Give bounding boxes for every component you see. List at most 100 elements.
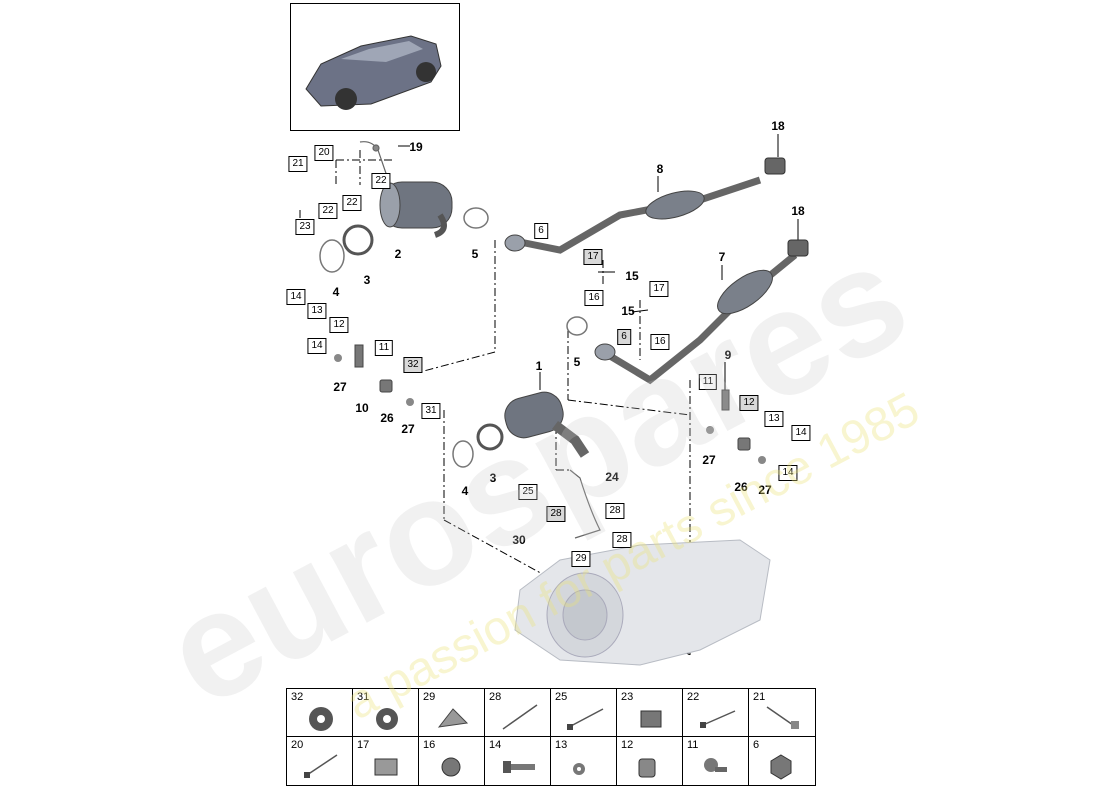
callout-9: 9 bbox=[724, 348, 732, 362]
box-22-b: 22 bbox=[318, 203, 338, 219]
callout-7: 7 bbox=[718, 250, 726, 264]
callout-2: 2 bbox=[394, 247, 402, 261]
callout-15-upper: 15 bbox=[625, 269, 639, 283]
box-16-upper: 16 bbox=[584, 290, 604, 306]
box-29: 29 bbox=[571, 551, 591, 567]
legend-number: 28 bbox=[489, 691, 502, 703]
legend-number: 11 bbox=[687, 739, 699, 751]
box-28-c: 28 bbox=[612, 532, 632, 548]
legend-number: 23 bbox=[621, 691, 634, 703]
box-28-a: 28 bbox=[546, 506, 566, 522]
legend-number: 22 bbox=[687, 691, 700, 703]
legend-number: 17 bbox=[357, 739, 370, 751]
legend-cell: 32 bbox=[287, 689, 353, 737]
clamp-left bbox=[342, 224, 374, 256]
bracket-9 bbox=[706, 389, 766, 464]
legend-number: 12 bbox=[621, 739, 634, 751]
box-23: 23 bbox=[295, 219, 315, 235]
catalytic-converter-left bbox=[379, 181, 453, 238]
callout-8: 8 bbox=[656, 162, 664, 176]
washer-icon bbox=[309, 707, 333, 731]
gasket-5-upper bbox=[463, 207, 489, 229]
legend-number: 13 bbox=[555, 739, 568, 751]
box-13-b: 13 bbox=[764, 411, 784, 427]
callout-18-lower: 18 bbox=[791, 204, 805, 218]
legend-cell: 13 bbox=[551, 737, 617, 785]
box-17-lower: 17 bbox=[649, 281, 669, 297]
legend-cell: 20 bbox=[287, 737, 353, 785]
catalytic-converter-right bbox=[504, 391, 590, 458]
cable-tie-icon bbox=[304, 754, 338, 778]
legend-number: 16 bbox=[423, 739, 436, 751]
cable-tie-icon bbox=[700, 710, 736, 728]
legend-cell: 31 bbox=[353, 689, 419, 737]
spring-icon bbox=[638, 758, 656, 778]
box-25: 25 bbox=[518, 484, 538, 500]
callout-27-d: 27 bbox=[758, 483, 772, 497]
box-12-a: 12 bbox=[329, 317, 349, 333]
exhaust-pipe-7 bbox=[594, 252, 798, 385]
screw-icon bbox=[704, 758, 727, 772]
box-14-a: 14 bbox=[286, 289, 306, 305]
callout-1: 1 bbox=[535, 359, 543, 373]
box-12-b: 12 bbox=[739, 395, 759, 411]
callout-10: 10 bbox=[355, 401, 369, 415]
legend-number: 21 bbox=[753, 691, 766, 703]
legend-number: 25 bbox=[555, 691, 568, 703]
bracket-clip-icon bbox=[437, 708, 469, 728]
box-14-c: 14 bbox=[791, 425, 811, 441]
legend-cell: 17 bbox=[353, 737, 419, 785]
legend-cell: 14 bbox=[485, 737, 551, 785]
box-6-upper: 6 bbox=[534, 223, 548, 239]
callout-4-lower: 4 bbox=[461, 484, 469, 498]
legend-cell: 23 bbox=[617, 689, 683, 737]
legend-number: 31 bbox=[357, 691, 370, 703]
callout-27-b: 27 bbox=[401, 422, 415, 436]
callout-27-c: 27 bbox=[702, 453, 716, 467]
washer-icon bbox=[376, 708, 398, 730]
flange-screw-icon bbox=[441, 757, 461, 777]
callout-5-upper: 5 bbox=[471, 247, 479, 261]
box-17-upper: 17 bbox=[583, 249, 603, 265]
callout-26-right: 26 bbox=[734, 480, 748, 494]
legend-cell: 12 bbox=[617, 737, 683, 785]
nut-clip-icon bbox=[374, 758, 398, 776]
hex-nut-icon bbox=[770, 754, 792, 780]
clip-icon bbox=[640, 710, 662, 728]
legend-number: 14 bbox=[489, 739, 502, 751]
box-20: 20 bbox=[314, 145, 334, 161]
box-11-b: 11 bbox=[698, 374, 718, 390]
box-13-a: 13 bbox=[307, 303, 327, 319]
legend-cell: 11 bbox=[683, 737, 749, 785]
callout-27-a: 27 bbox=[333, 380, 347, 394]
legend-cell: 6 bbox=[749, 737, 815, 785]
box-14-b: 14 bbox=[307, 338, 327, 354]
sensor-cable-24 bbox=[569, 469, 601, 539]
box-6-lower: 6 bbox=[617, 329, 631, 345]
box-22-c: 22 bbox=[342, 195, 362, 211]
callout-18-upper: 18 bbox=[771, 119, 785, 133]
box-28-b: 28 bbox=[605, 503, 625, 519]
callout-30: 30 bbox=[512, 533, 526, 547]
small-washer-icon bbox=[573, 763, 585, 775]
bracket-10 bbox=[334, 344, 414, 406]
legend-cell: 29 bbox=[419, 689, 485, 737]
legend-cell: 28 bbox=[485, 689, 551, 737]
cable-tie-icon bbox=[567, 708, 604, 730]
legend-cell: 22 bbox=[683, 689, 749, 737]
gasket-right bbox=[452, 440, 474, 468]
suv-illustration-icon bbox=[305, 35, 442, 110]
box-31: 31 bbox=[421, 403, 441, 419]
transmission-housing bbox=[514, 539, 771, 666]
cable-tie-icon bbox=[502, 704, 538, 730]
box-16-lower: 16 bbox=[650, 334, 670, 350]
box-22-a: 22 bbox=[371, 173, 391, 189]
box-32: 32 bbox=[403, 357, 423, 373]
fastener-legend-table: 32 31 29 28 25 23 22 21 20 17 16 14 13 1… bbox=[286, 688, 816, 786]
callout-24: 24 bbox=[605, 470, 619, 484]
rubber-hanger-lower bbox=[787, 239, 809, 257]
bracket-tie-icon bbox=[766, 706, 799, 729]
gasket-left bbox=[319, 239, 345, 273]
gasket-5-lower bbox=[566, 316, 588, 336]
